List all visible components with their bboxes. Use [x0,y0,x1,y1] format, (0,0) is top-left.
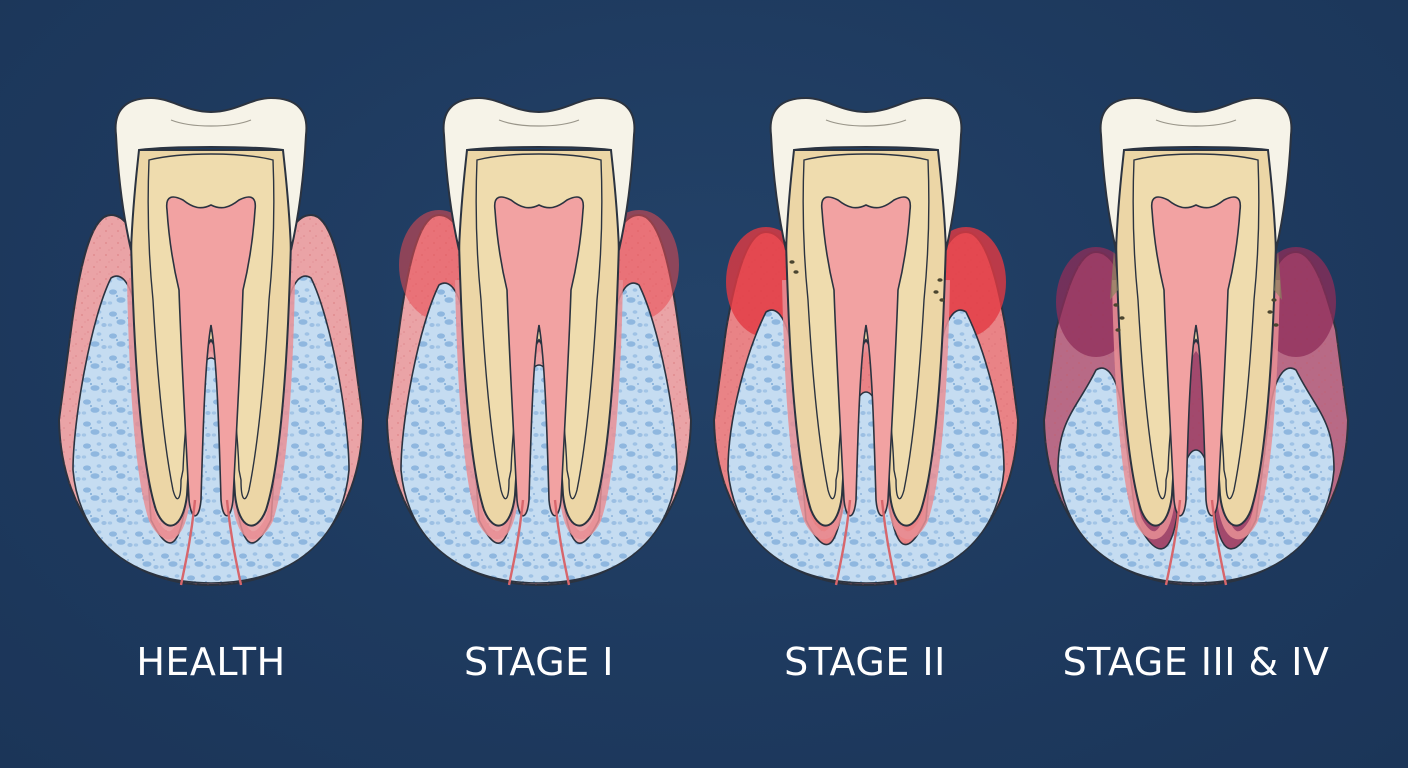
nerve-right [1210,499,1228,586]
pulp-chamber [165,196,257,517]
periodontal-ligament [782,279,950,540]
tartar-speck [939,298,945,302]
stage-label-stage-i: STAGE I [464,640,614,684]
tooth-section-0 [57,96,365,587]
pulp-chamber [1150,196,1242,517]
nerve-left [507,499,525,586]
enamel-crown [442,96,636,251]
tartar-deposit-left [1110,250,1118,300]
tartar-speck [1271,298,1277,302]
nerve-right [553,499,571,586]
periodontal-ligament [127,279,295,540]
crown-fissure [498,119,580,127]
tartar-speck [1115,328,1121,332]
crown-fissure [170,119,252,127]
crown-fissure [1155,119,1237,127]
periodontal-ligament [455,279,623,540]
tooth-section-2 [712,96,1020,587]
tartar-speck [793,270,799,274]
nerve-right [225,499,243,586]
crown-fissure [825,119,907,127]
stage-label-stage-iii-iv: STAGE III & IV [1062,640,1330,684]
enamel-crown [114,96,308,251]
pulp-chamber [493,196,585,517]
tartar-speck [1267,310,1273,314]
nerve-left [1164,499,1182,586]
tartar-speck [1273,323,1279,327]
stage-label-health: HEALTH [136,640,286,684]
tartar-speck [1119,316,1125,320]
tartar-speck [933,290,939,294]
nerve-right [880,499,898,586]
nerve-left [834,499,852,586]
tooth-section-3 [1042,96,1350,587]
pulp-chamber [820,196,912,517]
periodontal-ligament [1112,279,1280,540]
tartar-speck [1113,303,1119,307]
enamel-crown [769,96,963,251]
stage-label-stage-ii: STAGE II [784,640,946,684]
tartar-speck [789,260,795,264]
tartar-speck [937,278,943,282]
enamel-crown [1099,96,1293,251]
tartar-deposit-right [1274,250,1282,300]
nerve-left [179,499,197,586]
tooth-section-1 [385,96,693,587]
